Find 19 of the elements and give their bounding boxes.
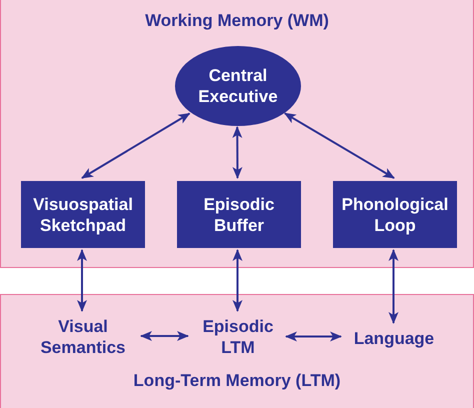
process-box: Phonological Loop <box>333 181 457 248</box>
text-label: Episodic LTM <box>193 315 283 359</box>
memory-region <box>0 294 474 408</box>
memory-region <box>0 0 474 268</box>
double-arrow <box>232 249 242 312</box>
ellipse-node: Central Executive <box>175 46 301 126</box>
text-label: Visual Semantics <box>28 315 138 359</box>
double-arrow <box>77 249 87 312</box>
double-arrow <box>81 112 190 179</box>
double-arrow <box>140 331 189 341</box>
double-arrow <box>388 249 398 324</box>
double-arrow <box>232 126 242 179</box>
double-arrow <box>285 332 342 342</box>
region-title: Long-Term Memory (LTM) <box>132 371 342 391</box>
process-box: Episodic Buffer <box>177 181 301 248</box>
process-box: Visuospatial Sketchpad <box>21 181 145 248</box>
region-title: Working Memory (WM) <box>144 11 330 31</box>
text-label: Language <box>346 327 442 349</box>
double-arrow <box>284 112 395 179</box>
